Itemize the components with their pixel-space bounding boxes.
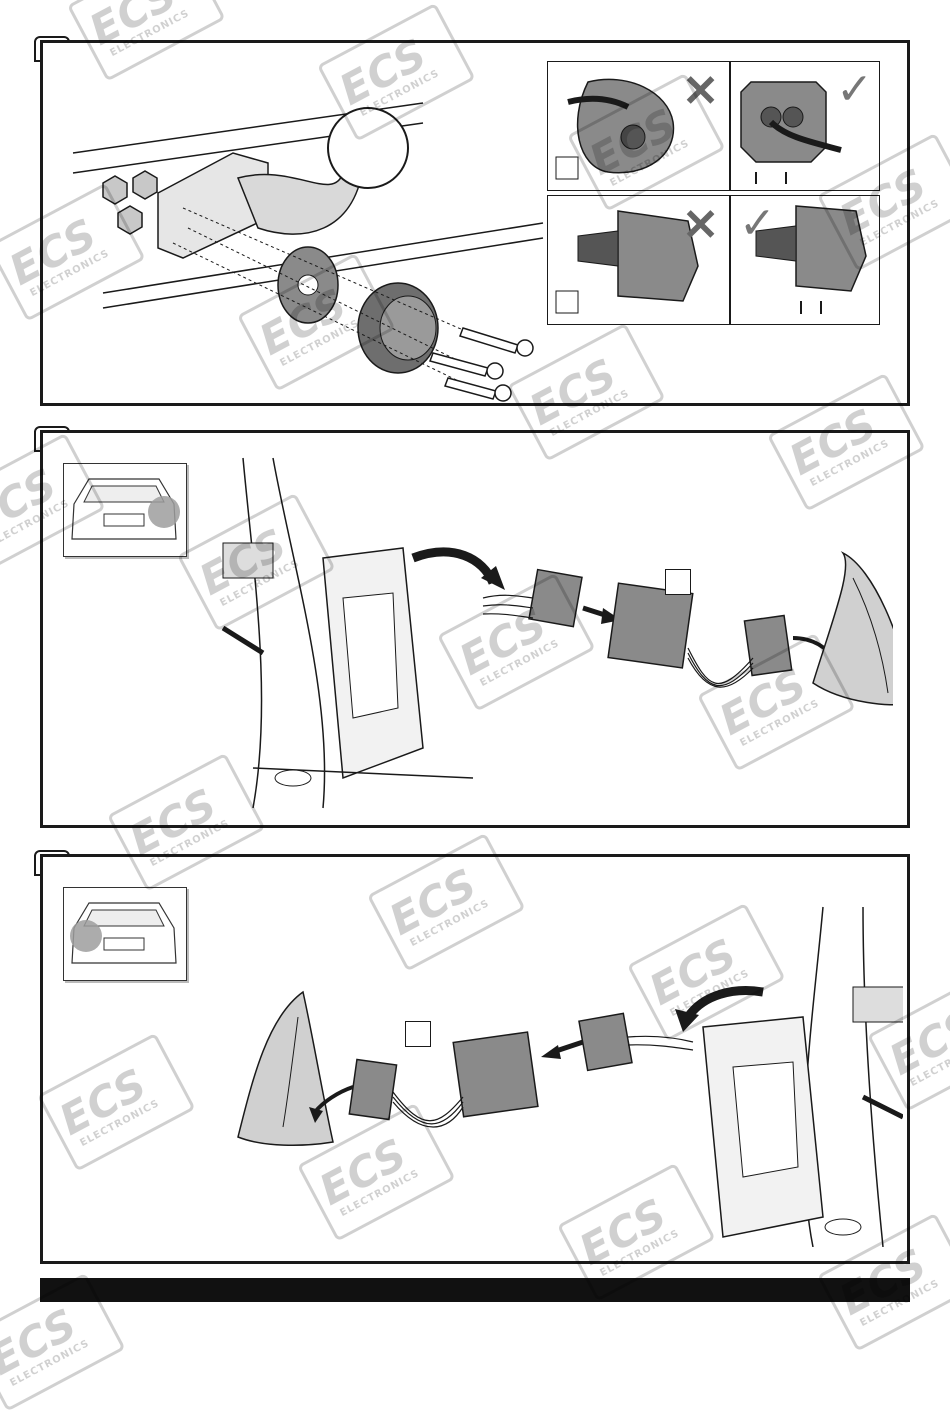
vehicle-rear-thumbnail-left (63, 887, 187, 981)
inset-incorrect-1: ✕ (547, 61, 730, 191)
wrong-mark-1: ✕ (682, 67, 719, 116)
reference-box-step-3 (405, 1021, 431, 1047)
towbar-installation-illustration (72, 102, 544, 402)
wrong-mark-2: ✕ (682, 201, 719, 250)
wiring-left-illustration (237, 906, 903, 1247)
wiring-right-illustration (221, 457, 893, 809)
inset-incorrect-2: ✕ (547, 195, 730, 325)
footer-bar (40, 1278, 910, 1302)
inset-correct-1: ✓ (730, 61, 880, 191)
inset-correct-2: ✓ (730, 195, 880, 325)
step-1-panel: ✕ ✓ ✕ ✓ (40, 40, 910, 406)
reference-box-step-2 (665, 569, 691, 595)
right-mark-1: ✓ (836, 65, 873, 114)
right-mark-2: ✓ (739, 199, 776, 248)
vehicle-rear-thumbnail-right (63, 463, 187, 557)
step-2-panel (40, 430, 910, 828)
step-3-panel (40, 854, 910, 1264)
